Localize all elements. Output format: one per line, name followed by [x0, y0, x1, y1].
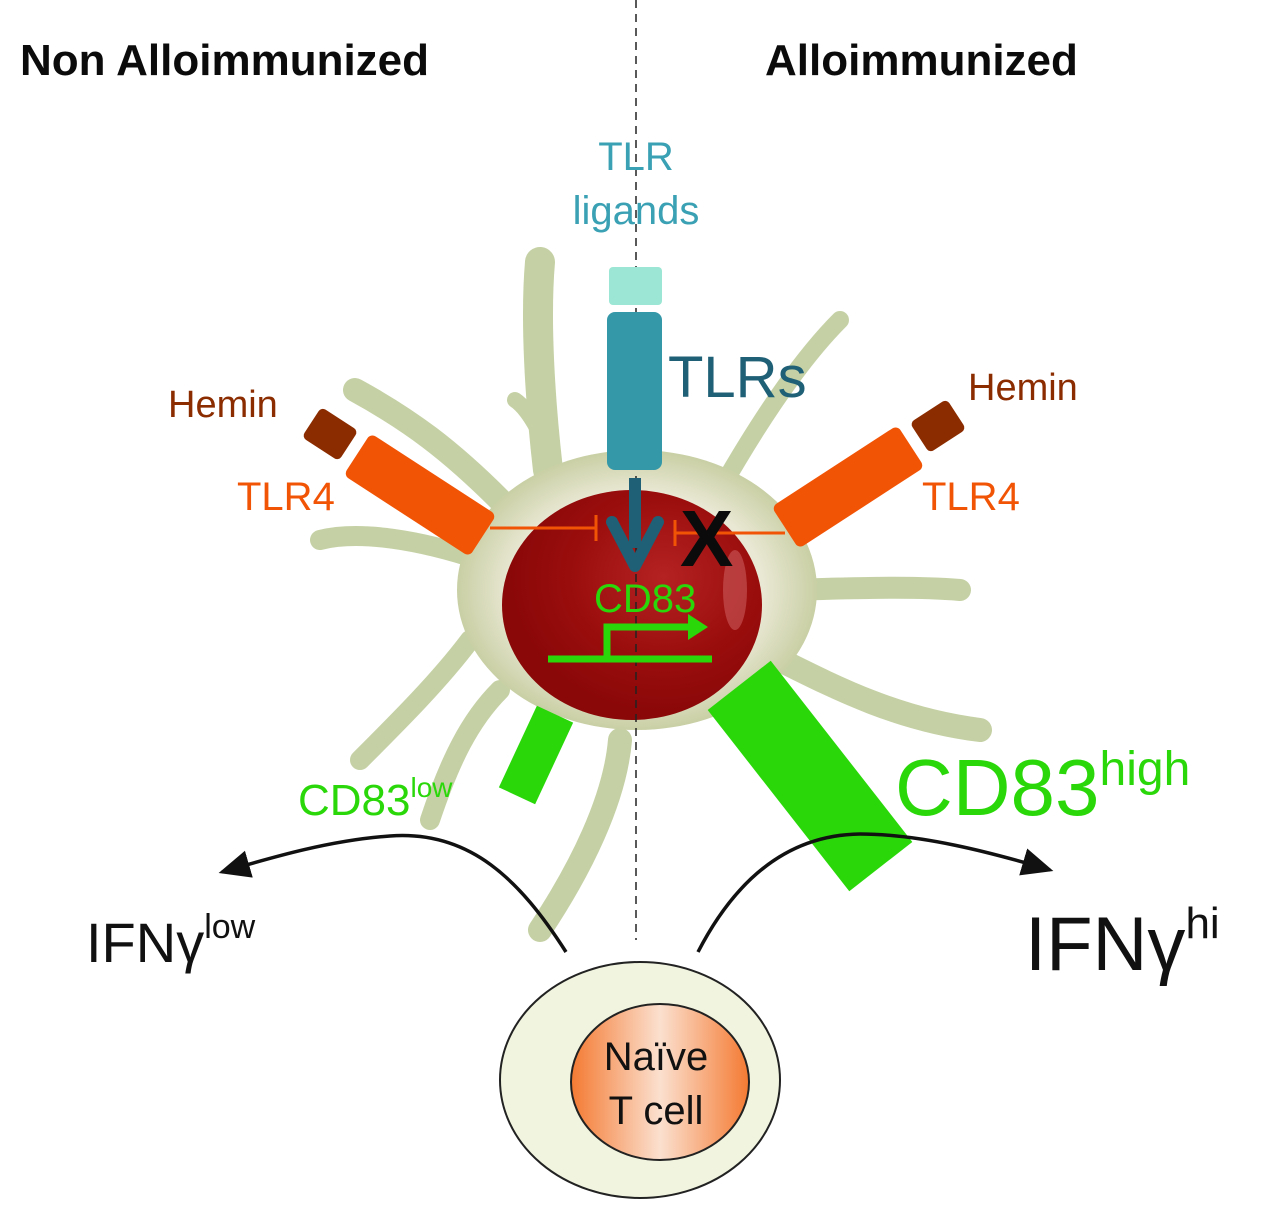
heading-alloimmunized: Alloimmunized	[765, 36, 1078, 85]
ifn-low-main: IFNγ	[86, 911, 204, 974]
tlrs-label: TLRs	[668, 345, 807, 410]
left-tlr4-label: TLR4	[237, 475, 335, 519]
tlr-ligands-label-line1: TLR	[598, 135, 674, 179]
cd83-low-main: CD83	[298, 776, 411, 825]
heading-non-alloimmunized: Non Alloimmunized	[20, 36, 429, 85]
left-hemin-block	[303, 408, 357, 460]
right-hemin-label: Hemin	[968, 367, 1078, 409]
dendrite	[420, 680, 510, 830]
ifn-gamma-high-label: IFNγhi	[1025, 899, 1220, 987]
tlr-ligands-label-line2: ligands	[573, 189, 700, 233]
ifn-gamma-low-label: IFNγlow	[86, 908, 256, 974]
left-tlr4-receptor	[345, 435, 495, 555]
tlr-signal-arrow	[606, 478, 664, 572]
left-hemin-label: Hemin	[168, 384, 278, 426]
t-cell-label-line2: T cell	[609, 1089, 704, 1133]
cd83-low-block	[498, 705, 574, 805]
right-tlr4-label: TLR4	[922, 475, 1020, 519]
right-tlr4-receptor	[773, 427, 923, 547]
dendrite	[343, 378, 512, 512]
cd83-high-label: CD83high	[895, 743, 1190, 832]
cd83-gene-label: CD83	[594, 577, 696, 621]
left-tlr4-inhibition-line	[490, 515, 598, 541]
tlr-receptor	[607, 312, 662, 470]
ifn-high-superscript: hi	[1185, 899, 1219, 948]
blocked-signal-x-mark: X	[680, 494, 733, 583]
right-tlr4-inhibition-line	[673, 520, 785, 546]
cd83-low-label: CD83low	[298, 772, 453, 825]
ifn-high-main: IFNγ	[1025, 902, 1185, 987]
dendrite	[768, 648, 992, 742]
cd83-high-superscript: high	[1100, 743, 1191, 796]
t-cell-label-line1: Naïve	[604, 1035, 709, 1079]
dendrite	[711, 311, 849, 499]
dendrite	[350, 630, 480, 770]
cd83-low-superscript: low	[411, 772, 454, 803]
cd83-high-main: CD83	[895, 743, 1100, 832]
cd83-gene-promoter	[548, 614, 712, 663]
dendrite	[310, 526, 490, 570]
ifn-low-arrow	[218, 833, 568, 953]
ifn-low-superscript: low	[204, 908, 255, 946]
tlr-ligand-box	[609, 267, 662, 305]
dendrite	[528, 728, 632, 942]
nucleus-highlight	[723, 550, 747, 630]
ifn-high-arrow	[696, 832, 1054, 953]
right-hemin-block	[911, 400, 965, 452]
t-cell-nucleus	[570, 1003, 750, 1161]
